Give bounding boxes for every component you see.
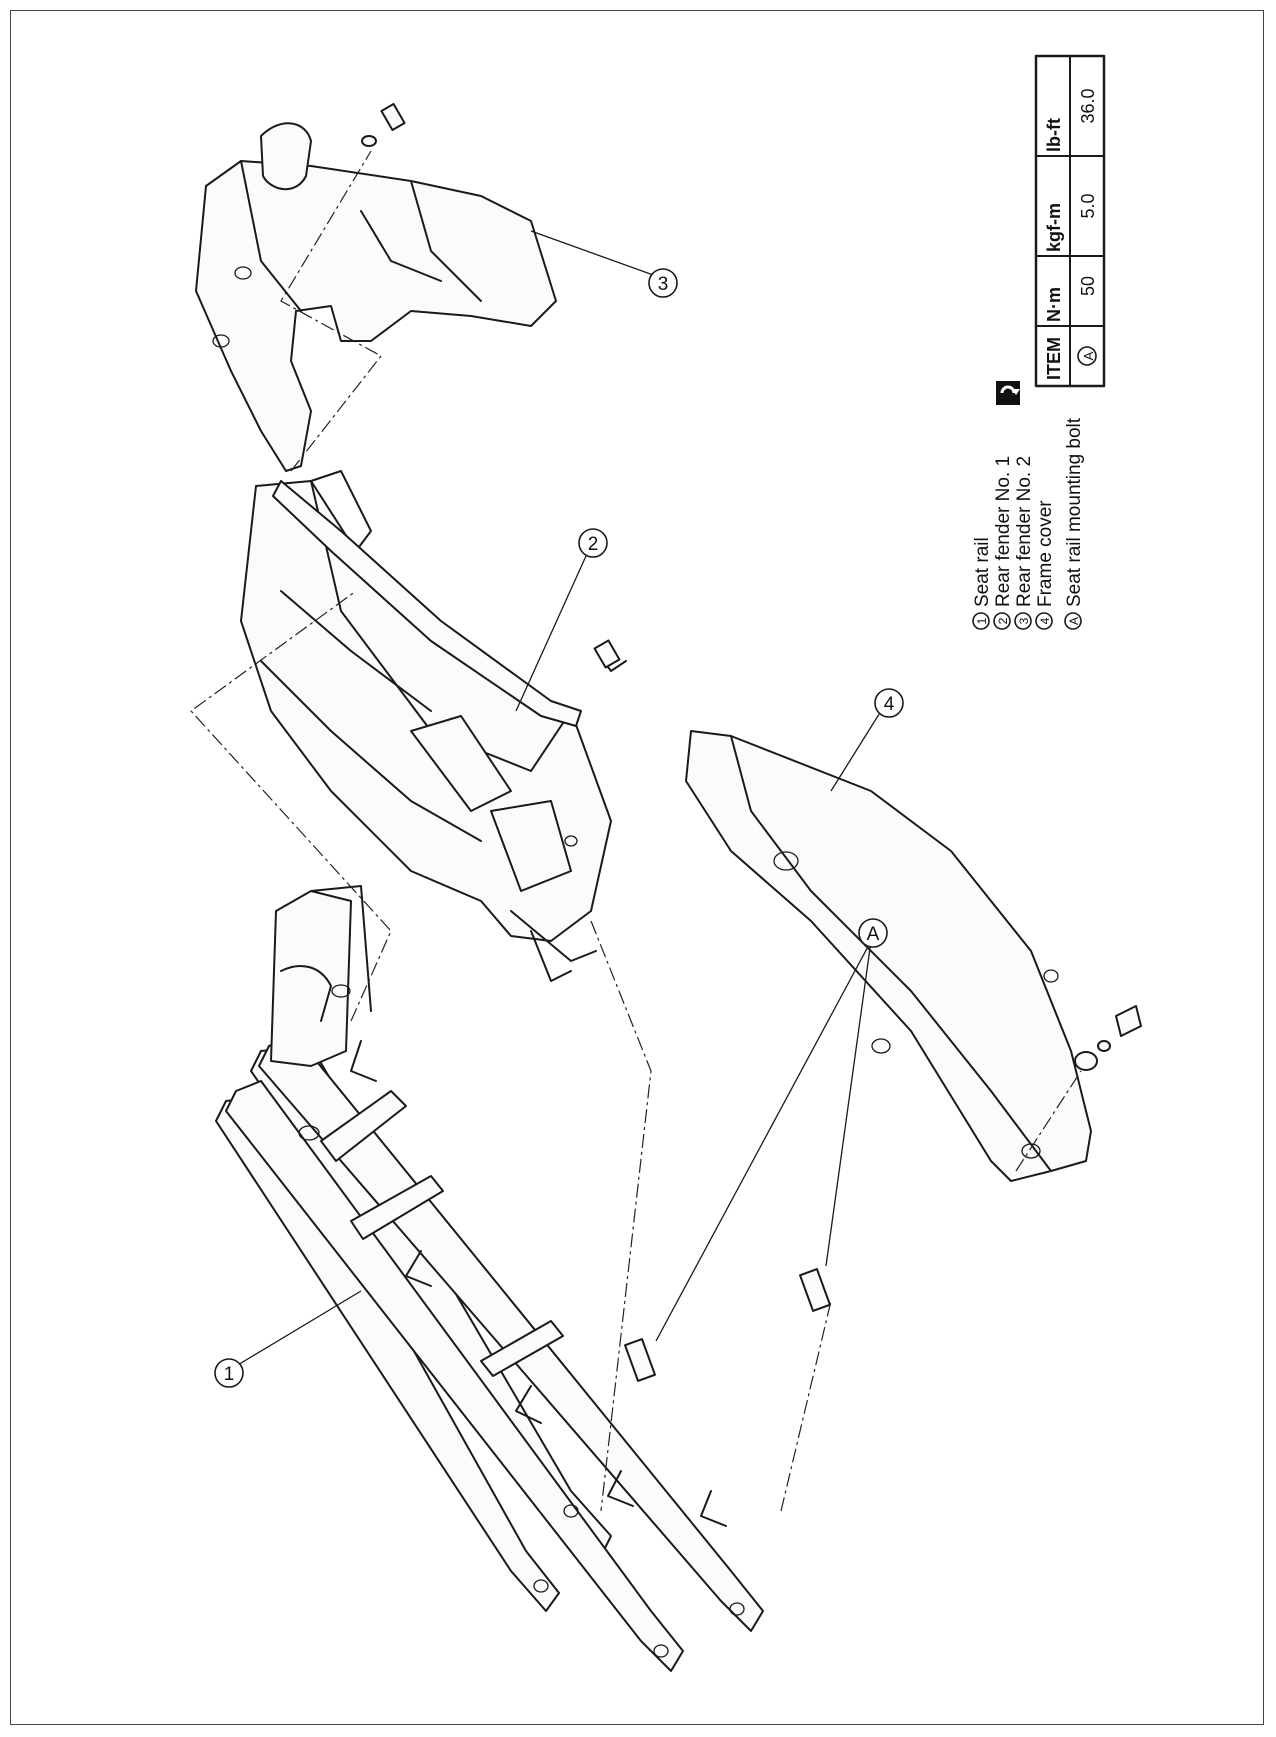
legend: 1 Seat rail 2 Rear fender No. 1 3 Rear f… [972,417,1085,630]
svg-text:3: 3 [658,274,669,295]
table-header-lbft: lb-ft [1044,118,1064,152]
svg-text:Rear fender No. 2: Rear fender No. 2 [1014,456,1035,607]
svg-text:2: 2 [996,617,1010,624]
table-header-kgfm: kgf-m [1044,203,1064,252]
svg-text:36.0: 36.0 [1078,88,1098,123]
svg-text:1: 1 [975,617,989,624]
torque-wrench-icon [996,381,1020,405]
svg-text:4: 4 [884,694,895,715]
seat-rail-part [215,885,764,1672]
callout-4: 4 [874,688,904,718]
svg-text:5.0: 5.0 [1078,193,1098,218]
leader-lines [235,230,882,1367]
svg-text:Frame cover: Frame cover [1035,500,1056,607]
frame-cover-part [685,730,1142,1182]
bolts-a [624,1268,831,1382]
svg-text:A: A [1081,351,1096,360]
legend-item-3: 3 Rear fender No. 2 [1014,456,1035,630]
svg-text:1: 1 [224,1364,235,1385]
callout-2: 2 [578,528,608,558]
legend-item-4: 4 Frame cover [1035,500,1056,630]
callout-a: A [858,918,888,948]
legend-item-2: 2 Rear fender No. 1 [993,456,1014,630]
table-header-item: ITEM [1044,337,1064,380]
callout-3: 3 [648,268,678,298]
svg-text:4: 4 [1038,617,1052,624]
rear-fender-no1-part [240,470,627,982]
torque-table: ITEM N·m kgf-m lb-ft A 50 5.0 36.0 [1034,54,1106,388]
svg-text:A: A [867,924,880,945]
assembly-lines [190,150,1082,1512]
svg-text:2: 2 [588,534,599,555]
legend-item-1: 1 Seat rail [972,537,993,630]
rear-fender-no2-part [195,102,557,472]
svg-text:50: 50 [1078,276,1098,296]
legend-note-a: A Seat rail mounting bolt [1064,417,1085,630]
svg-text:3: 3 [1017,617,1031,624]
table-header-nm: N·m [1044,287,1064,322]
svg-text:Seat rail: Seat rail [972,537,993,607]
svg-text:A: A [1067,617,1081,625]
drawing-sheet: 1 2 3 4 A 1 Seat rail 2 Rear fender No. … [10,10,1264,1725]
callout-1: 1 [214,1358,244,1388]
table-row: A 50 5.0 36.0 [1077,88,1098,366]
exploded-diagram: 1 2 3 4 A 1 Seat rail 2 Rear fender No. … [190,54,1142,1672]
svg-text:Seat rail mounting bolt: Seat rail mounting bolt [1064,417,1085,607]
svg-text:Rear fender No. 1: Rear fender No. 1 [993,456,1014,607]
